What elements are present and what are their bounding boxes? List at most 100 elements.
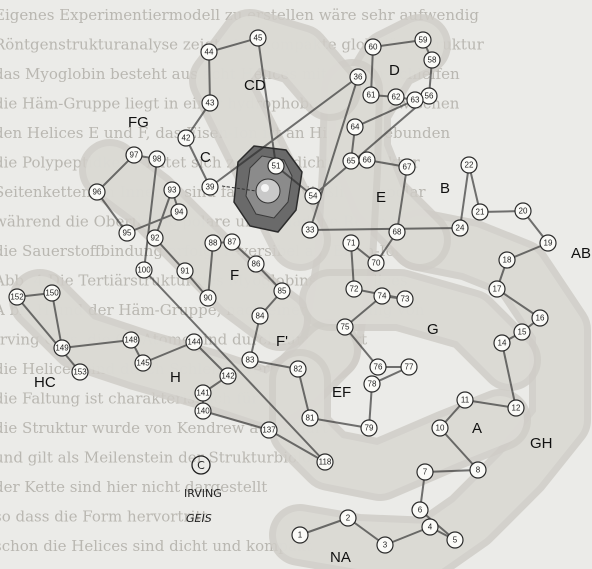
residue-number: 74: [378, 292, 387, 301]
residue-number: 87: [228, 238, 237, 247]
residue-number: 39: [206, 183, 215, 192]
segment-label-h: H: [170, 369, 181, 386]
residue-number: 19: [544, 239, 553, 248]
residue-number: 45: [254, 34, 263, 43]
residue-number: 71: [347, 239, 356, 248]
artist-first-name: IRVING: [184, 487, 222, 500]
residue-number: 88: [209, 239, 218, 248]
residue-number: 142: [221, 372, 235, 381]
residue-number: 144: [187, 338, 201, 347]
segment-label-ef: EF: [332, 384, 351, 401]
residue-number: 148: [124, 336, 138, 345]
residue-number: 24: [456, 224, 465, 233]
segment-label-b: B: [440, 180, 450, 197]
segment-label-na: NA: [330, 549, 351, 566]
residue-number: 83: [246, 356, 255, 365]
residue-number: 66: [363, 156, 372, 165]
residue-number: 140: [196, 407, 210, 416]
residue-number: 149: [55, 344, 69, 353]
residue-number: 152: [10, 293, 24, 302]
segment-label-d: D: [389, 62, 400, 79]
residue-number: 118: [319, 458, 332, 467]
segment-label-f: F: [230, 267, 239, 284]
residue-number: 63: [411, 96, 420, 105]
residue-number: 86: [252, 260, 261, 269]
background-text-line: der Kette sind hier nicht dargestellt: [0, 478, 267, 496]
residue-number: 97: [130, 151, 139, 160]
residue-number: 3: [383, 541, 388, 550]
residue-number: 43: [206, 99, 215, 108]
residue-number: 15: [518, 328, 527, 337]
residue-number: 94: [175, 208, 184, 217]
copyright-letter: C: [197, 459, 205, 472]
residue-number: 95: [123, 229, 132, 238]
residue-number: 98: [153, 155, 162, 164]
residue-number: 73: [401, 295, 410, 304]
residue-number: 62: [392, 93, 401, 102]
residue-number: 76: [374, 363, 383, 372]
segment-label-e: E: [376, 189, 386, 206]
residue-number: 72: [350, 285, 359, 294]
background-text-line: so dass die Form hervortritt: [0, 508, 207, 526]
segment-label-ab: AB: [571, 245, 591, 262]
segment-label-a: A: [472, 420, 482, 437]
residue-number: 68: [393, 228, 402, 237]
residue-number: 16: [536, 314, 545, 323]
segment-label-g: G: [427, 321, 439, 338]
residue-number: 84: [256, 312, 265, 321]
residue-number: 75: [341, 323, 350, 332]
residue-number: 59: [419, 36, 428, 45]
residue-number: 22: [465, 161, 474, 170]
residue-number: 5: [453, 536, 458, 545]
residue-number: 2: [346, 514, 351, 523]
residue-number: 61: [367, 91, 376, 100]
residue-number: 145: [136, 359, 150, 368]
segment-label-fg: FG: [128, 114, 149, 131]
residue-number: 14: [498, 339, 507, 348]
segment-label-gh: GH: [530, 435, 553, 452]
residue-number: 12: [512, 404, 521, 413]
residue-number: 150: [45, 289, 59, 298]
residue-number: 44: [205, 48, 214, 57]
residue-number: 51: [272, 162, 281, 171]
residue-number: 20: [519, 207, 528, 216]
segment-label-hc: HC: [34, 374, 56, 391]
residue-number: 67: [403, 163, 412, 172]
residue-number: 4: [428, 523, 433, 532]
segment-label-f-prime: F': [276, 333, 288, 350]
residue-number: 17: [493, 285, 502, 294]
residue-number: 93: [168, 186, 177, 195]
segment-label-cd: CD: [244, 77, 266, 94]
residue-number: 65: [347, 157, 356, 166]
residue-number: 82: [294, 365, 303, 374]
residue-number: 56: [425, 92, 434, 101]
residue-number: 141: [196, 389, 210, 398]
residue-number: 58: [428, 56, 437, 65]
residue-number: 92: [151, 234, 160, 243]
residue-number: 10: [436, 424, 445, 433]
residue-number: 18: [503, 256, 512, 265]
residue-number: 21: [476, 208, 485, 217]
residue-number: 78: [368, 380, 377, 389]
residue-number: 1: [298, 531, 303, 540]
residue-number: 96: [93, 188, 102, 197]
residue-number: 8: [476, 466, 481, 475]
background-text-line: schon die Helices sind dicht und kompakt: [0, 537, 312, 555]
residue-number: 91: [181, 267, 190, 276]
residue-number: 54: [309, 192, 318, 201]
residue-number: 70: [372, 259, 381, 268]
residue-number: 7: [423, 468, 428, 477]
residue-number: 33: [306, 226, 315, 235]
segment-label-c: C: [200, 149, 211, 166]
residue-number: 85: [278, 287, 287, 296]
residue-number: 81: [306, 414, 315, 423]
residue-number: 90: [204, 294, 213, 303]
residue-number: 79: [365, 424, 374, 433]
residue-number: 60: [369, 43, 378, 52]
residue-number: 6: [418, 506, 423, 515]
residue-number: 64: [351, 123, 360, 132]
residue-number: 100: [137, 266, 151, 275]
residue-number: 137: [262, 426, 276, 435]
